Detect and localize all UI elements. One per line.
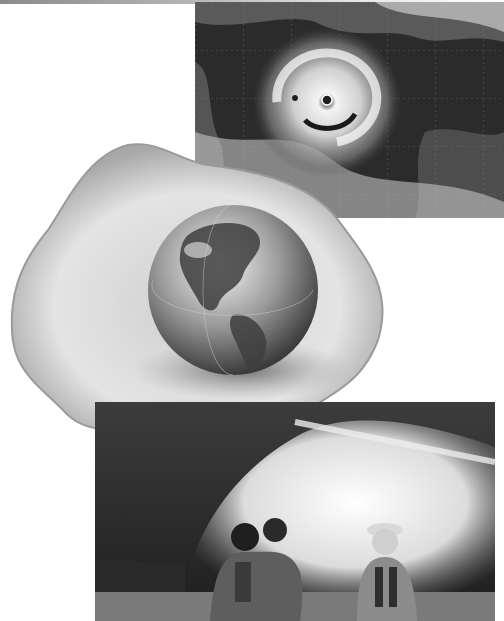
hurricane-dark-band [303,112,358,131]
globe-grid-line [202,204,234,376]
hurricane-eye [321,94,333,106]
south-america [230,314,267,372]
earth-fried-egg-image [10,143,384,441]
cloud-gap [292,95,298,101]
firefighter-group-left [210,518,303,621]
globe-highlight [184,242,212,258]
hurricane-spiral-band [272,48,382,147]
burning-roof-edge [294,419,495,465]
globe-grid-line [151,279,314,316]
firefighter-right [357,523,417,621]
firefighters-wildfire-image [95,402,495,621]
cloud-band-north [375,2,504,32]
